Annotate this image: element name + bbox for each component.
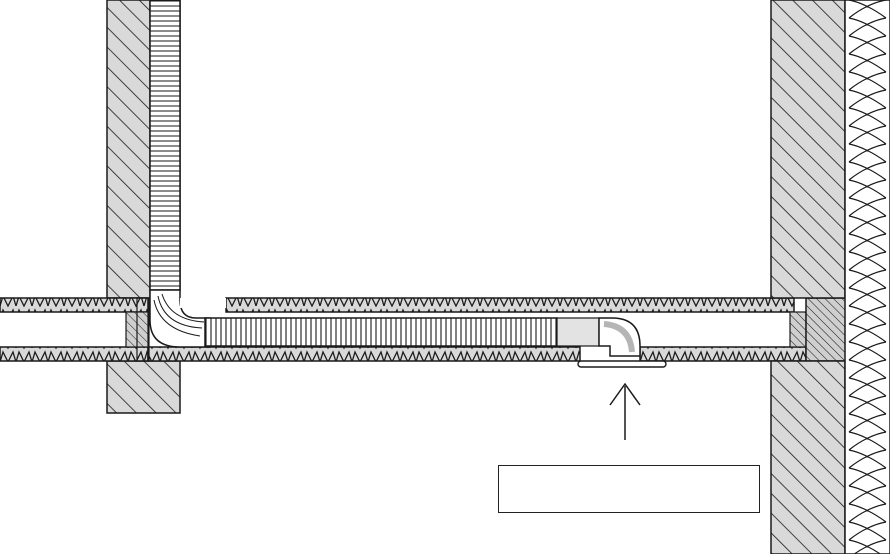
right-masonry-wall — [770, 0, 846, 554]
duct-elbow — [598, 317, 641, 357]
insulation-loop-pattern — [848, 0, 887, 554]
ceiling-slab-lower — [0, 346, 807, 362]
airflow-arrow — [609, 382, 641, 440]
ceiling-diffuser — [577, 360, 667, 368]
callout-label-box — [498, 465, 760, 513]
ceiling-framing-right — [789, 297, 847, 362]
ceiling-framing-left — [125, 297, 150, 362]
duct-connector — [556, 317, 600, 347]
ceiling-slab-upper — [0, 297, 795, 313]
left-masonry-wall — [106, 0, 181, 414]
facade-insulation — [844, 0, 890, 554]
duct-bend — [149, 289, 226, 348]
vertical-flexible-duct — [149, 0, 181, 291]
horizontal-flexible-duct — [204, 317, 558, 347]
